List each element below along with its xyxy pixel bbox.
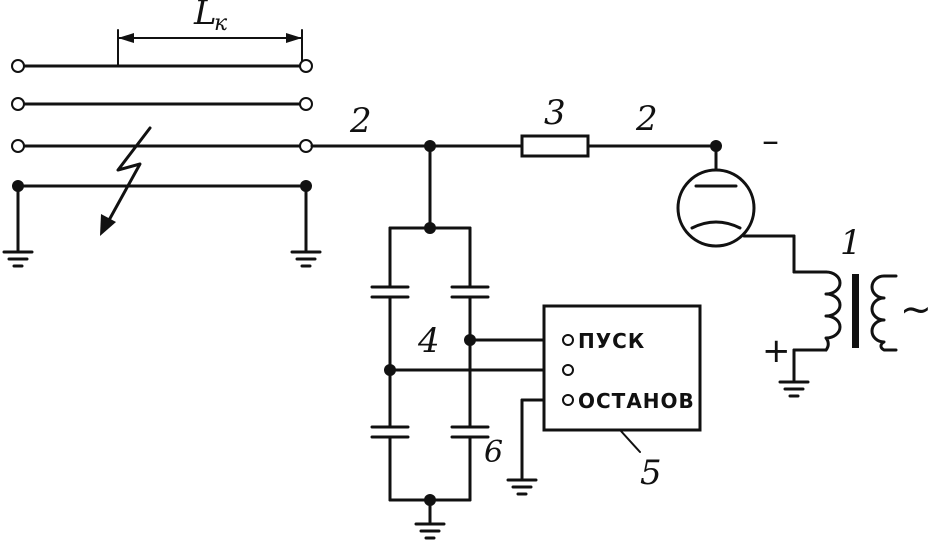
main-line: 2 3 2 – xyxy=(310,93,779,161)
line-label-right: 2 xyxy=(635,99,658,139)
resistor-icon xyxy=(520,134,590,158)
terminal-open xyxy=(11,97,25,111)
fault-arrow-icon xyxy=(100,126,152,236)
ground-icon xyxy=(778,380,810,398)
terminal-open xyxy=(11,59,25,73)
capacitor-bank: 4 xyxy=(370,144,490,524)
control-unit-label: 5 xyxy=(640,453,662,493)
terminal-open xyxy=(299,59,313,73)
ground-lead-label: 6 xyxy=(484,435,503,470)
transformer-icon: 1 + ~ xyxy=(762,223,932,382)
plus-sign: + xyxy=(762,331,791,371)
terminal-open xyxy=(11,139,25,153)
ground-icon xyxy=(506,478,538,496)
start-terminal xyxy=(562,334,574,346)
stop-terminal xyxy=(562,394,574,406)
common-terminal xyxy=(562,364,574,376)
capacitor-bank-label: 4 xyxy=(417,321,440,361)
minus-sign: – xyxy=(762,121,779,161)
cable-length-label: L xyxy=(193,0,217,33)
cable-length-dimension: L к xyxy=(117,0,303,67)
terminal-open xyxy=(299,97,313,111)
terminal-open xyxy=(299,139,313,153)
rectifier-tube-icon xyxy=(676,144,796,248)
start-terminal-label: ПУСК xyxy=(578,329,645,353)
ground-icon xyxy=(2,184,34,268)
control-unit: ПУСК ОСТАНОВ 5 xyxy=(542,304,702,493)
transformer-core xyxy=(852,274,859,348)
ground-icon xyxy=(414,522,446,540)
ground-icon xyxy=(290,184,322,268)
ac-source-icon: ~ xyxy=(900,287,932,331)
control-connections xyxy=(388,338,564,480)
resistor-label: 3 xyxy=(544,93,566,133)
line-label-left: 2 xyxy=(349,101,372,141)
transformer-label: 1 xyxy=(840,223,862,263)
cable-conductors xyxy=(11,59,313,192)
cable-length-subscript: к xyxy=(214,11,228,36)
stop-terminal-label: ОСТАНОВ xyxy=(578,389,695,413)
